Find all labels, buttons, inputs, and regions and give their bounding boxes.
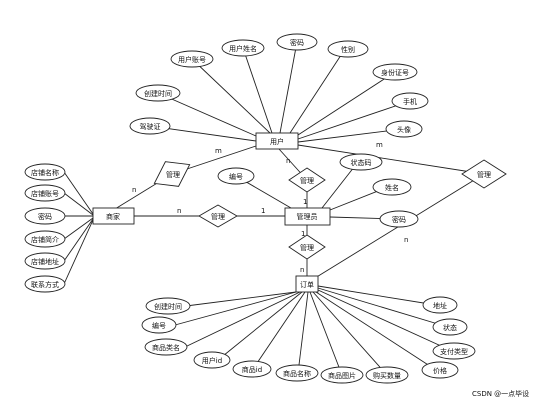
order-attribute: 支付类型 xyxy=(432,342,476,360)
cardinality-label: n xyxy=(300,266,304,274)
svg-text:店铺地址: 店铺地址 xyxy=(31,257,59,266)
svg-text:店铺简介: 店铺简介 xyxy=(31,235,59,244)
relationship-admin-order: 管理 xyxy=(288,234,326,260)
entity-user: 用户 xyxy=(255,132,299,150)
svg-text:用户id: 用户id xyxy=(202,356,222,365)
merchant-attribute: 店铺简介 xyxy=(24,230,66,248)
svg-text:商家: 商家 xyxy=(106,212,120,221)
user-attribute: 创建时间 xyxy=(135,84,181,102)
svg-text:订单: 订单 xyxy=(300,280,314,289)
user-attribute: 驾驶证 xyxy=(129,117,171,135)
admin-attribute: 密码 xyxy=(379,210,419,228)
svg-text:价格: 价格 xyxy=(433,366,447,375)
cardinality-labels: m n n 1 n 1 1 n m n xyxy=(132,141,408,274)
order-attribute: 商品id xyxy=(232,360,272,378)
svg-text:创建时间: 创建时间 xyxy=(154,302,182,311)
admin-attribute: 编号 xyxy=(217,167,255,185)
svg-text:密码: 密码 xyxy=(290,38,304,47)
cardinality-label: 1 xyxy=(303,198,307,206)
svg-text:头像: 头像 xyxy=(397,125,411,134)
order-attribute: 用户id xyxy=(193,351,231,369)
svg-text:密码: 密码 xyxy=(392,215,406,224)
admin-attribute: 姓名 xyxy=(372,178,412,196)
svg-text:手机: 手机 xyxy=(403,97,417,106)
svg-text:支付类型: 支付类型 xyxy=(440,347,468,356)
user-attribute: 用户姓名 xyxy=(221,39,265,57)
svg-text:商品类名: 商品类名 xyxy=(152,343,180,352)
cardinality-label: 1 xyxy=(301,230,305,238)
svg-text:管理: 管理 xyxy=(300,176,314,185)
user-attribute: 用户账号 xyxy=(170,50,214,68)
merchant-attribute: 联系方式 xyxy=(24,275,66,293)
cardinality-label: m xyxy=(215,147,222,155)
svg-text:商品图片: 商品图片 xyxy=(328,371,356,380)
entity-merchant: 商家 xyxy=(92,207,135,225)
svg-text:管理: 管理 xyxy=(211,212,225,221)
svg-text:编号: 编号 xyxy=(152,321,166,330)
relationship-merchant-user: 管理 xyxy=(153,161,191,187)
svg-text:管理员: 管理员 xyxy=(297,212,318,221)
merchant-attribute: 店铺地址 xyxy=(24,252,66,270)
svg-text:购买数量: 购买数量 xyxy=(373,371,401,380)
svg-text:创建时间: 创建时间 xyxy=(144,89,172,98)
svg-text:联系方式: 联系方式 xyxy=(31,280,59,289)
entity-order: 订单 xyxy=(295,275,319,293)
user-attribute: 性别 xyxy=(327,40,369,58)
svg-text:状态: 状态 xyxy=(443,323,457,332)
merchant-attribute: 店铺账号 xyxy=(24,184,66,202)
svg-text:驾驶证: 驾驶证 xyxy=(140,122,161,131)
order-attribute: 价格 xyxy=(421,361,459,379)
relationship-user-order: 管理 xyxy=(461,159,507,189)
order-attribute: 商品名称 xyxy=(275,364,319,382)
svg-text:姓名: 姓名 xyxy=(385,183,399,192)
merchant-attribute: 店铺名称 xyxy=(24,163,66,181)
merchant-attribute: 密码 xyxy=(24,207,66,225)
user-attribute: 头像 xyxy=(385,120,423,138)
relationship-admin-user: 管理 xyxy=(288,167,326,193)
user-attribute: 密码 xyxy=(276,33,318,51)
svg-text:状态码: 状态码 xyxy=(351,158,372,167)
order-attribute: 创建时间 xyxy=(145,297,191,315)
svg-text:性别: 性别 xyxy=(341,45,355,54)
relationship-merchant-admin: 管理 xyxy=(198,204,238,228)
svg-text:管理: 管理 xyxy=(166,170,180,179)
order-attribute: 编号 xyxy=(141,316,177,334)
cardinality-label: 1 xyxy=(261,207,265,215)
svg-text:店铺账号: 店铺账号 xyxy=(31,189,59,198)
cardinality-label: n xyxy=(286,157,290,165)
svg-text:身份证号: 身份证号 xyxy=(381,68,409,77)
svg-text:商品名称: 商品名称 xyxy=(283,369,311,378)
svg-text:管理: 管理 xyxy=(300,243,314,252)
svg-text:用户姓名: 用户姓名 xyxy=(229,44,257,53)
user-attribute: 身份证号 xyxy=(372,63,418,81)
cardinality-label: n xyxy=(404,236,408,244)
order-attribute: 商品图片 xyxy=(320,366,364,384)
order-attribute: 状态 xyxy=(432,318,468,336)
svg-text:店铺名称: 店铺名称 xyxy=(31,168,59,177)
user-attribute: 手机 xyxy=(391,92,429,110)
svg-text:地址: 地址 xyxy=(433,301,447,310)
admin-attribute: 状态码 xyxy=(339,153,383,171)
svg-text:用户: 用户 xyxy=(270,137,284,146)
svg-text:管理: 管理 xyxy=(477,170,491,179)
cardinality-label: n xyxy=(132,186,136,194)
order-attribute: 地址 xyxy=(422,296,458,314)
svg-text:编号: 编号 xyxy=(229,172,243,181)
svg-text:用户账号: 用户账号 xyxy=(178,55,206,64)
cardinality-label: n xyxy=(177,207,181,215)
order-attribute: 商品类名 xyxy=(144,338,188,356)
cardinality-label: m xyxy=(376,141,383,149)
connector-lines xyxy=(63,41,485,376)
entity-admin: 管理员 xyxy=(284,207,331,226)
svg-text:密码: 密码 xyxy=(38,212,52,221)
order-attribute: 购买数量 xyxy=(365,366,409,384)
svg-text:商品id: 商品id xyxy=(242,365,262,374)
watermark: CSDN @一点毕设 xyxy=(472,389,529,398)
